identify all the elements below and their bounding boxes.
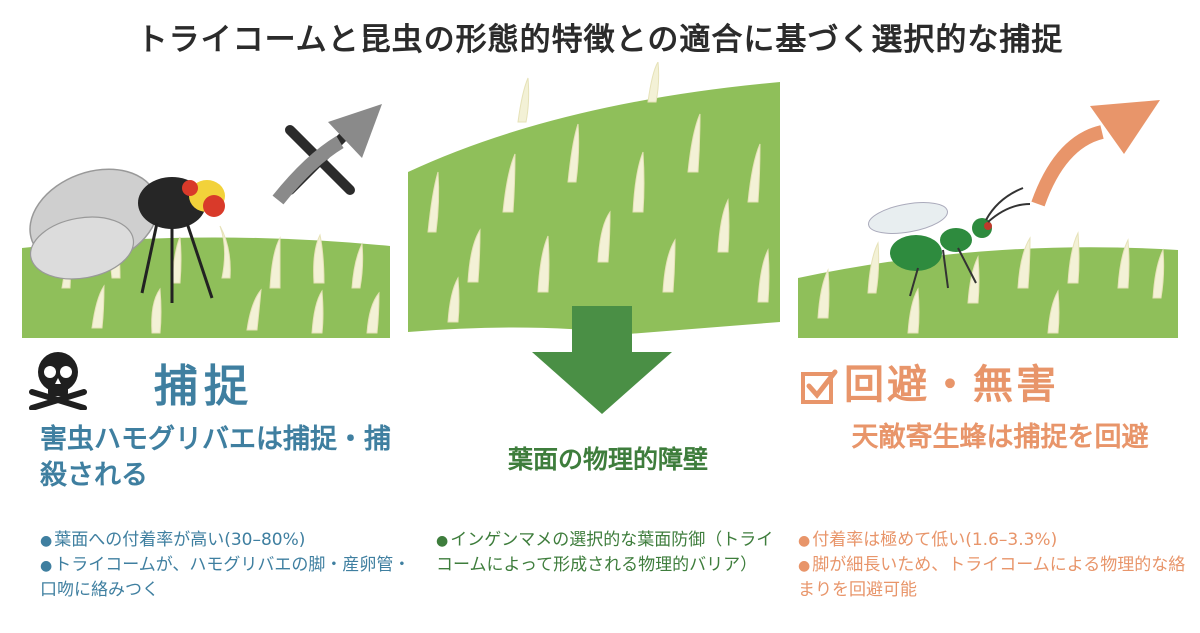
- list-item: ●トライコームが、ハモグリバエの脚・産卵管・口吻に絡みつく: [40, 555, 411, 600]
- leaf-panel-fly: [22, 78, 390, 338]
- barrier-heading: 葉面の物理的障壁: [507, 445, 708, 474]
- checkbox-icon: [801, 369, 838, 404]
- down-arrow-icon: [532, 306, 672, 414]
- leaf-panel-surface: [408, 62, 780, 334]
- avoid-subtitle: 天敵寄生蜂は捕捉を回避: [851, 422, 1149, 453]
- list-item: ●インゲンマメの選択的な葉面防御（トライコームによって形成される物理的バリア）: [436, 530, 774, 575]
- capture-subtitle: 害虫ハモグリバエは捕捉・捕殺される: [40, 424, 391, 491]
- leaf-miner-fly-illustration: [29, 168, 225, 303]
- skull-crossbones-icon: [29, 352, 87, 410]
- barrier-bullet-list: ●インゲンマメの選択的な葉面防御（トライコームによって形成される物理的バリア）: [436, 528, 776, 577]
- curved-arrow-icon-orange: [1031, 100, 1160, 207]
- list-item: ●葉面への付着率が高い(30–80%): [40, 530, 306, 550]
- curved-arrow-icon-gray: [272, 104, 382, 205]
- list-item: ●付着率は極めて低い(1.6–3.3%): [798, 530, 1058, 550]
- leaf-panel-wasp: [798, 78, 1178, 338]
- avoid-heading: 回避・無害: [800, 352, 1059, 410]
- page-title: トライコームと昆虫の形態的特徴との適合に基づく選択的な捕捉: [136, 22, 1064, 58]
- avoid-bullet-list: ●付着率は極めて低い(1.6–3.3%) ●脚が細長いため、トライコームによる物…: [798, 528, 1188, 602]
- capture-bullet-list: ●葉面への付着率が高い(30–80%) ●トライコームが、ハモグリバエの脚・産卵…: [40, 528, 420, 602]
- parasitoid-wasp-illustration: [868, 187, 1031, 297]
- capture-heading: 捕捉: [154, 361, 254, 412]
- list-item: ●脚が細長いため、トライコームによる物理的な絡まりを回避可能: [798, 555, 1186, 600]
